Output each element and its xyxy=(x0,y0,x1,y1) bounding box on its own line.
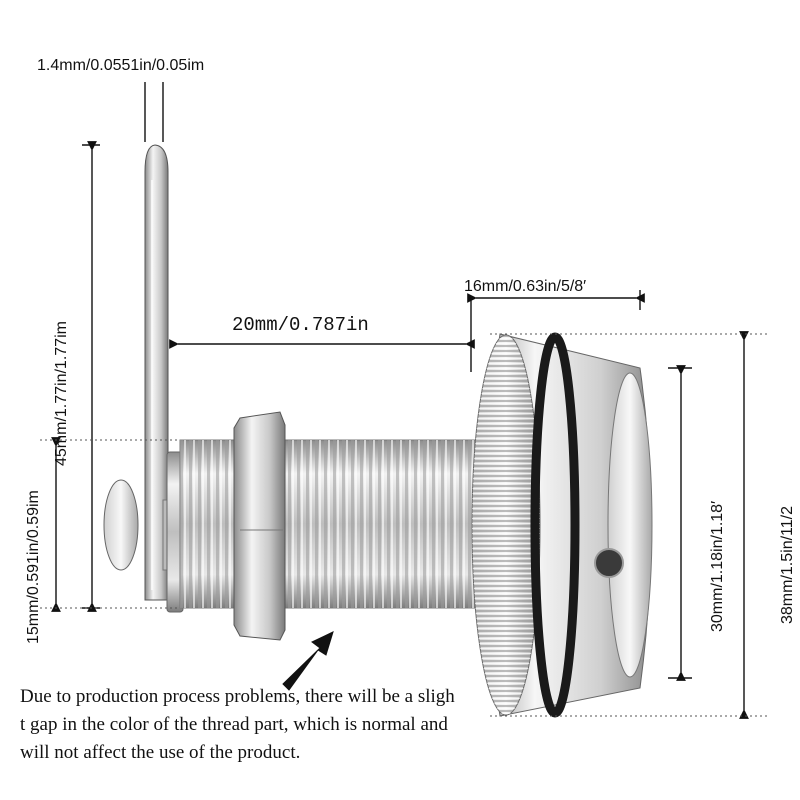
cam-reach-label: 20mm/0.787in xyxy=(232,314,369,336)
rubber-gasket xyxy=(530,332,580,718)
dotted-guides xyxy=(40,333,770,717)
production-note: Due to production process problems, ther… xyxy=(20,686,455,763)
cam-screw xyxy=(103,479,139,571)
dimension-lines xyxy=(51,82,749,719)
plate-thickness-label: 1.4mm/0.0551in/0.05im xyxy=(37,57,204,74)
head-width-label: 16mm/0.63in/5/8′ xyxy=(464,278,586,295)
head-diameter-label: 38mm/1.5in/11/2 xyxy=(779,506,796,624)
thread-diameter-label: 30mm/1.18in/1.18′ xyxy=(709,501,726,632)
cam-lock xyxy=(103,144,653,718)
key-hole xyxy=(594,548,624,578)
thread-pointer-arrow xyxy=(282,631,334,691)
hex-nut xyxy=(233,411,286,641)
cam-length-label: 45mm/1.77in/1.77im xyxy=(53,321,70,466)
body-height-label: 15mm/0.591in/0.59im xyxy=(25,490,42,644)
cam-plate xyxy=(144,144,169,601)
key-face xyxy=(607,372,653,678)
